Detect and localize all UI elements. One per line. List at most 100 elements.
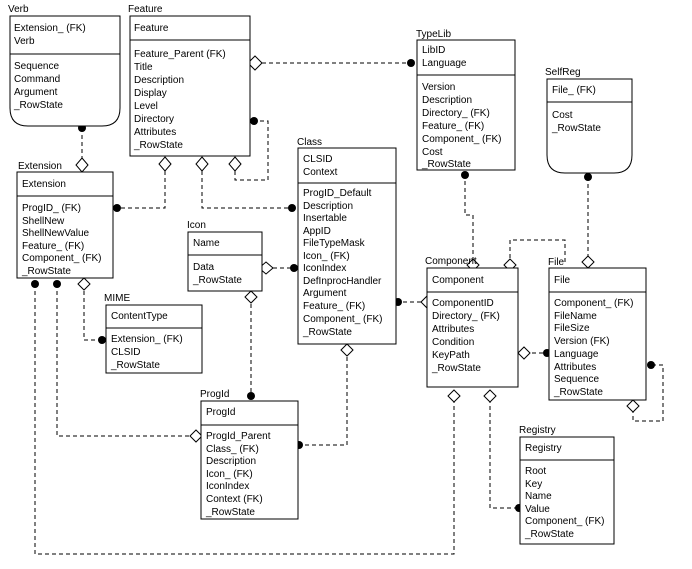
- entity-feature[interactable]: Feature Feature Feature_Parent (FK) Titl…: [128, 4, 251, 157]
- rel-file-self: [632, 364, 664, 422]
- attribute: Name: [525, 491, 552, 502]
- rel-feature-class: [201, 164, 292, 209]
- attribute: _RowState: [13, 100, 63, 111]
- attribute: _RowState: [110, 360, 160, 371]
- entity-title: Verb: [8, 4, 29, 15]
- attribute: Key: [525, 479, 542, 490]
- optional-end-diamond: [626, 399, 640, 413]
- attribute: Display: [134, 88, 167, 99]
- optional-end-diamond: [189, 429, 203, 443]
- attribute: Directory_ (FK): [422, 108, 490, 119]
- one-end-dot: [461, 171, 469, 179]
- attribute: IconIndex: [206, 481, 249, 492]
- attribute: Level: [134, 101, 158, 112]
- entity-icon[interactable]: Icon Name Data _RowState: [187, 220, 263, 292]
- attribute: Extension_ (FK): [111, 334, 183, 345]
- attribute: FileTypeMask: [303, 238, 366, 249]
- attribute: _RowState: [192, 275, 242, 286]
- entity-component[interactable]: Component Component ComponentID Director…: [425, 256, 519, 388]
- attribute: Value: [525, 504, 550, 515]
- attribute: IconIndex: [303, 263, 346, 274]
- attribute: ComponentID: [432, 298, 494, 309]
- key-attribute: Verb: [14, 36, 35, 47]
- optional-end-diamond: [447, 389, 461, 403]
- attribute: Component_ (FK): [525, 516, 604, 527]
- entity-box: [548, 267, 647, 401]
- key-attribute: File_ (FK): [552, 85, 596, 96]
- entity-typelib[interactable]: TypeLib LibID Language Version Descripti…: [416, 29, 516, 171]
- entity-box: [129, 15, 251, 157]
- attribute: Condition: [432, 337, 474, 348]
- attribute: Feature_Parent (FK): [134, 49, 226, 60]
- key-attribute: Context: [303, 167, 338, 178]
- one-end-dot: [247, 392, 255, 400]
- attribute: Icon_ (FK): [206, 469, 253, 480]
- attribute: Context (FK): [206, 494, 263, 505]
- attribute: Feature_ (FK): [303, 301, 365, 312]
- entity-registry[interactable]: Registry Registry Root Key Name Value Co…: [519, 425, 615, 545]
- entity-selfreg[interactable]: SelfReg File_ (FK) Cost _RowState: [545, 67, 633, 174]
- attribute: _RowState: [302, 327, 352, 338]
- optional-end-diamond: [228, 156, 242, 172]
- attribute: ProgID_Default: [303, 188, 372, 199]
- one-end-dot: [288, 204, 296, 212]
- entity-box: [187, 231, 263, 292]
- attribute: Description: [134, 75, 184, 86]
- one-end-dot: [113, 204, 121, 212]
- attribute: Cost: [552, 110, 573, 121]
- key-attribute: Language: [422, 58, 467, 69]
- key-attribute: ProgId: [206, 407, 235, 418]
- key-attribute: Name: [193, 238, 220, 249]
- attribute: Argument: [14, 87, 58, 98]
- optional-end-diamond: [581, 255, 595, 269]
- attribute: ShellNewValue: [22, 228, 90, 239]
- entity-box: [426, 267, 519, 388]
- entity-title: ProgId: [200, 389, 229, 400]
- attribute: Sequence: [14, 61, 59, 72]
- entity-box: [200, 400, 299, 520]
- attribute: Icon_ (FK): [303, 251, 350, 262]
- rel-component-extension: [34, 284, 455, 555]
- attribute: _RowState: [21, 266, 71, 277]
- key-attribute: CLSID: [303, 154, 332, 165]
- attribute: _RowState: [133, 140, 183, 151]
- entity-box: [416, 39, 516, 171]
- attribute: Component_ (FK): [422, 134, 501, 145]
- key-attribute: ContentType: [111, 311, 168, 322]
- one-end-dot: [407, 59, 415, 67]
- attribute: ProgId_Parent: [206, 431, 271, 442]
- entity-box: [105, 304, 203, 374]
- entity-title: Class: [297, 137, 322, 148]
- key-attribute: Feature: [134, 23, 169, 34]
- attribute: Language: [554, 349, 599, 360]
- rel-feature-self: [234, 120, 269, 181]
- entity-progid[interactable]: ProgId ProgId ProgId_Parent Class_ (FK) …: [200, 389, 299, 520]
- attribute: DefInprocHandler: [303, 276, 382, 287]
- one-end-dot: [31, 280, 39, 288]
- entity-class[interactable]: Class CLSID Context ProgID_Default Descr…: [297, 137, 397, 345]
- key-attribute: File: [554, 275, 571, 286]
- entity-box: [16, 171, 114, 279]
- one-end-dot: [98, 336, 106, 344]
- attribute: ProgID_ (FK): [22, 203, 81, 214]
- optional-end-diamond: [244, 290, 258, 304]
- attribute: KeyPath: [432, 350, 470, 361]
- entity-verb[interactable]: Verb Extension_ (FK) Verb Sequence Comma…: [8, 4, 121, 127]
- entity-file[interactable]: File File Component_ (FK) FileName FileS…: [548, 257, 647, 401]
- entity-extension[interactable]: Extension Extension ProgID_ (FK) ShellNe…: [16, 161, 114, 279]
- rel-component-file: [509, 239, 566, 265]
- attribute: _RowState: [205, 507, 255, 518]
- entity-title: Registry: [519, 425, 556, 436]
- rel-class-progid: [299, 350, 348, 446]
- attribute: Description: [303, 201, 353, 212]
- attribute: Description: [422, 95, 472, 106]
- entity-mime[interactable]: MIME ContentType Extension_ (FK) CLSID _…: [104, 293, 203, 374]
- one-end-dot: [53, 280, 61, 288]
- entity-box: [9, 15, 121, 127]
- attribute: Attributes: [134, 127, 176, 138]
- one-end-dot: [647, 361, 655, 369]
- attribute: FileName: [554, 311, 597, 322]
- rel-feature-extension: [117, 164, 166, 209]
- key-attribute: Registry: [525, 443, 562, 454]
